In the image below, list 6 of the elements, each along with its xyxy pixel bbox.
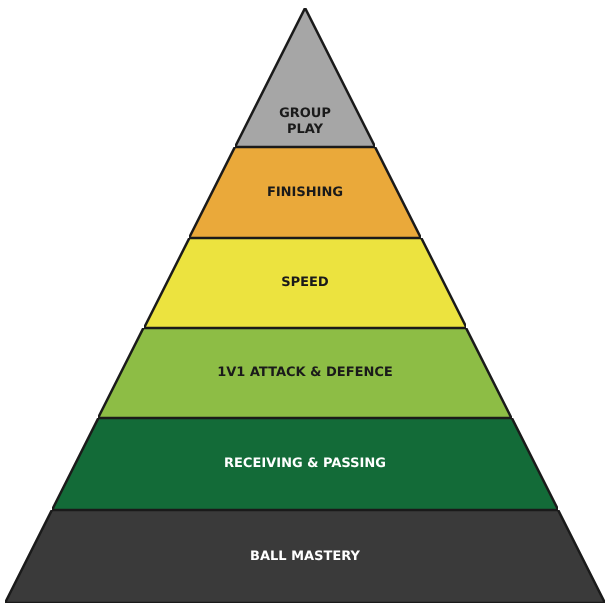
tier-label: GROUP PLAY bbox=[278, 106, 332, 138]
tier-label: FINISHING bbox=[266, 184, 344, 200]
tier-label: BALL MASTERY bbox=[250, 548, 360, 564]
tier-label: SPEED bbox=[281, 275, 329, 291]
tier-label: 1V1 ATTACK & DEFENCE bbox=[217, 365, 393, 381]
tier-label: RECEIVING & PASSING bbox=[224, 456, 386, 472]
